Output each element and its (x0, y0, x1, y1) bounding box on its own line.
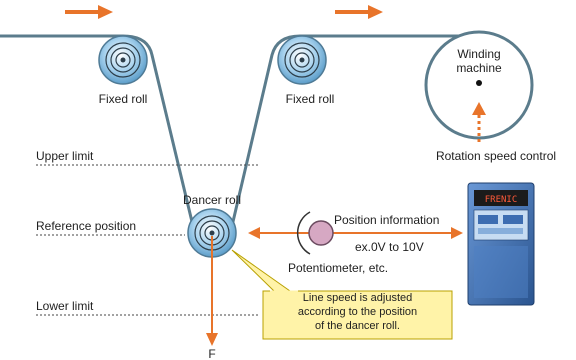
force-label: F (208, 347, 215, 360)
fixed-roll-left-label: Fixed roll (99, 92, 148, 106)
force-arrow-head (206, 333, 218, 346)
fixed-roll-right (277, 35, 327, 85)
dancer-roll-label: Dancer roll (183, 193, 241, 207)
upper-limit-label: Upper limit (36, 149, 94, 163)
position-information-label: Position information (334, 213, 439, 227)
position-signal-arrow-right-head (451, 227, 463, 239)
reference-position-label: Reference position (36, 219, 136, 233)
position-signal-arrow-left-head (248, 227, 260, 239)
callout-line-2: according to the position (297, 306, 418, 318)
callout-line-3: of the dancer roll. (315, 320, 400, 332)
fixed-roll-right-label: Fixed roll (286, 92, 335, 106)
flow-arrow-left (65, 5, 113, 19)
winding-machine-label-line1: Winding (457, 47, 500, 61)
rotation-speed-arrow-head (472, 102, 486, 115)
fixed-roll-left (98, 35, 148, 85)
inverter-display-text: FRENIC (485, 195, 518, 205)
lower-limit-label: Lower limit (36, 299, 94, 313)
callout-line-1: Line speed is adjusted (302, 292, 413, 304)
rotation-speed-control-label: Rotation speed control (436, 149, 556, 163)
winding-machine-label-line2: machine (456, 61, 502, 75)
flow-arrow-right (335, 5, 383, 19)
inverter-icon (467, 182, 535, 306)
callout-text: Line speed is adjusted according to the … (263, 291, 452, 333)
winding-machine (424, 30, 534, 140)
potentiometer-label: Potentiometer, etc. (288, 261, 388, 275)
callout-pointer (231, 249, 292, 292)
voltage-range-label: ex.0V to 10V (355, 240, 424, 254)
potentiometer-icon (296, 211, 334, 255)
callout-box (262, 290, 453, 340)
